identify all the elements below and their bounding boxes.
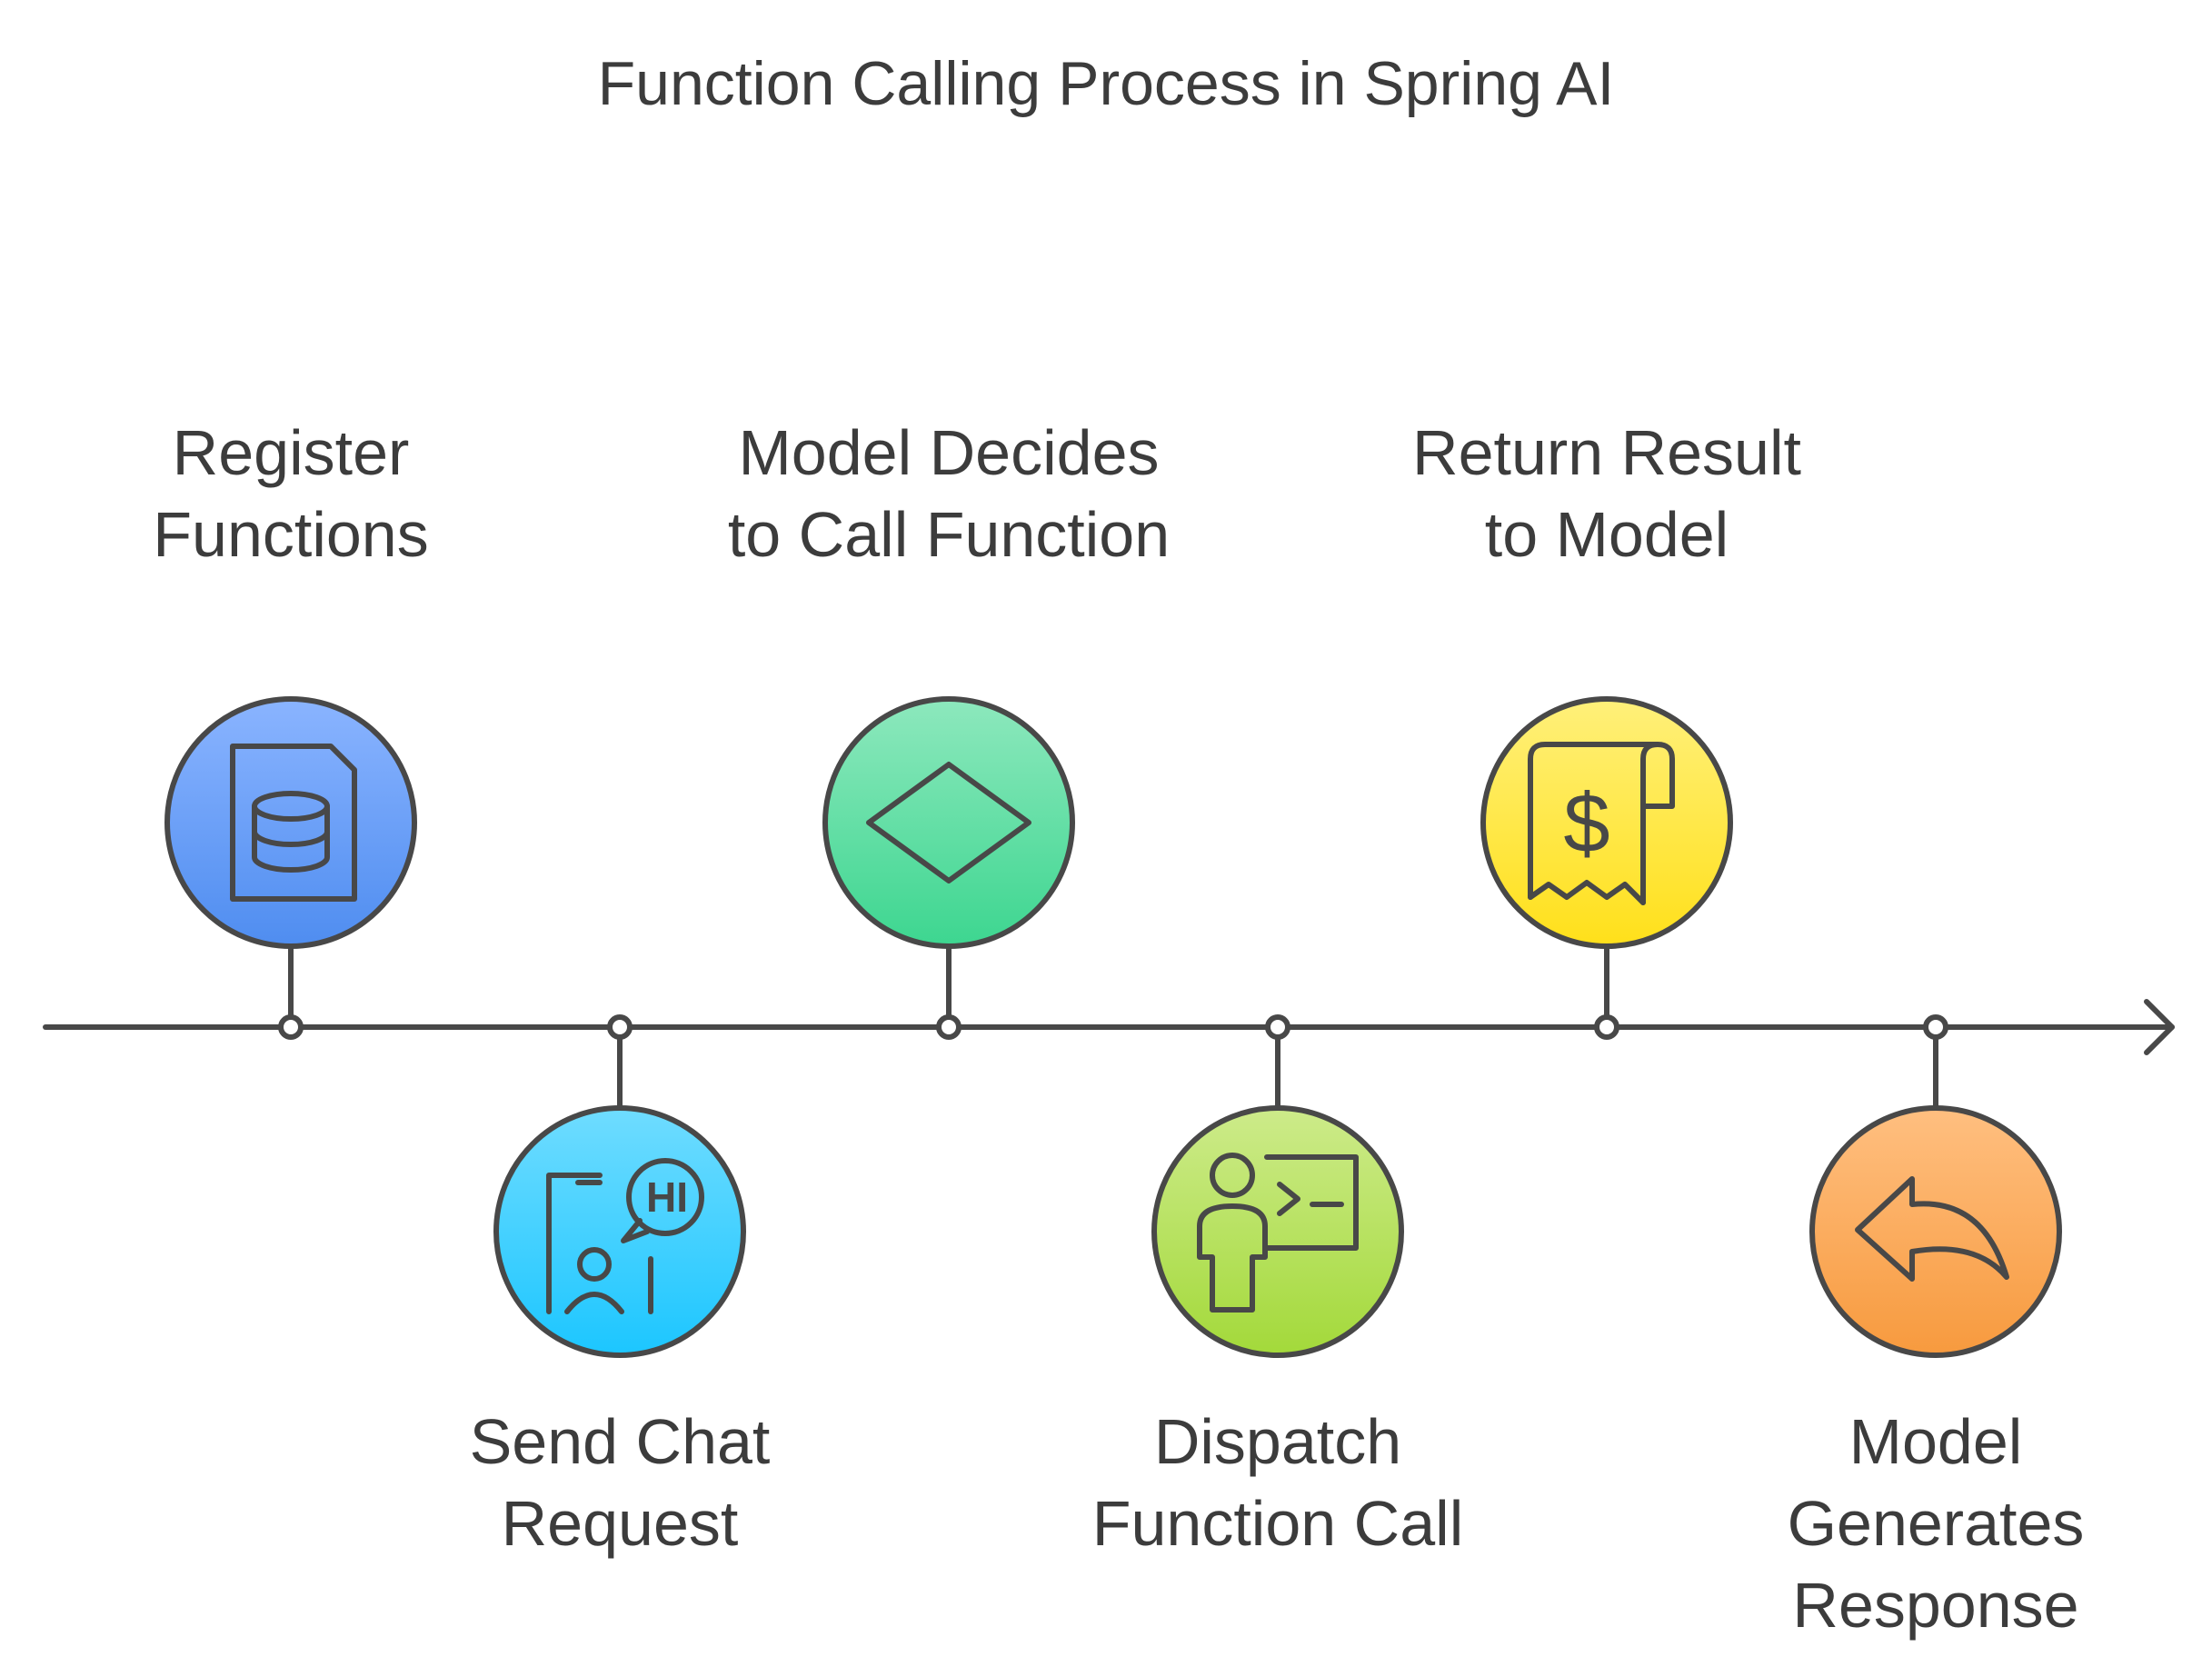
step-1-badge bbox=[164, 696, 417, 949]
step-2-label-line-1: Send Chat bbox=[470, 1406, 771, 1477]
dollar-sign: $ bbox=[1563, 777, 1609, 870]
person-body bbox=[1197, 1203, 1268, 1313]
step-4-label-line-2: Function Call bbox=[1092, 1488, 1464, 1559]
step-1-node bbox=[278, 1014, 304, 1040]
person-head bbox=[577, 1247, 612, 1282]
step-6-label-line-3: Response bbox=[1792, 1570, 2078, 1641]
step-3: Model Decides to Call Function bbox=[728, 417, 1170, 1040]
step-1-label-line-1: Register bbox=[173, 417, 410, 488]
receipt-frame bbox=[1528, 742, 1660, 900]
step-6-label-line-1: Model bbox=[1849, 1406, 2023, 1477]
person-terminal-icon bbox=[1197, 1153, 1359, 1313]
step-5: $ Return Result to Model bbox=[1412, 417, 1801, 1040]
database-document-icon bbox=[230, 744, 357, 902]
receipt-roll bbox=[1640, 742, 1675, 905]
database-body bbox=[252, 804, 330, 873]
step-4-label-line-1: Dispatch bbox=[1154, 1406, 1401, 1477]
screen-frame-left bbox=[546, 1173, 603, 1314]
reply-arrow bbox=[1855, 1176, 2009, 1282]
timeline-arrowhead-icon bbox=[2144, 999, 2175, 1055]
diagram-title: Function Calling Process in Spring AI bbox=[598, 49, 1615, 118]
step-3-label-line-2: to Call Function bbox=[728, 499, 1170, 570]
receipt-tear bbox=[1528, 880, 1646, 905]
step-3-badge bbox=[822, 696, 1075, 949]
step-4-badge bbox=[1151, 1105, 1404, 1358]
document-outline bbox=[230, 744, 357, 902]
step-5-node bbox=[1594, 1014, 1619, 1040]
step-2-label-line-2: Request bbox=[502, 1488, 739, 1559]
step-1-label-line-2: Functions bbox=[153, 499, 428, 570]
timeline-axis bbox=[43, 999, 2175, 1055]
database-ring bbox=[252, 829, 330, 847]
chat-hi-icon: HI bbox=[546, 1158, 704, 1314]
step-6-node bbox=[1923, 1014, 1948, 1040]
step-5-label-line-1: Return Result bbox=[1412, 417, 1801, 488]
speech-bubble bbox=[626, 1158, 704, 1236]
step-2-badge bbox=[493, 1105, 746, 1358]
person-shoulders bbox=[564, 1292, 624, 1314]
diamond-decision-icon bbox=[866, 762, 1031, 883]
step-5-label-line-2: to Model bbox=[1485, 499, 1729, 570]
decision-diamond bbox=[866, 762, 1031, 883]
step-3-label-line-1: Model Decides bbox=[739, 417, 1160, 488]
reply-arrow-icon bbox=[1855, 1176, 2009, 1282]
step-3-node bbox=[936, 1014, 962, 1040]
terminal-prompt bbox=[1277, 1182, 1300, 1216]
chat-hi-label: HI bbox=[646, 1173, 688, 1221]
step-6-badge bbox=[1809, 1105, 2062, 1358]
step-2-node bbox=[607, 1014, 633, 1040]
terminal-frame bbox=[1264, 1154, 1359, 1251]
step-6-label-line-2: Generates bbox=[1788, 1488, 2085, 1559]
step-4-node bbox=[1265, 1014, 1290, 1040]
person-head bbox=[1210, 1153, 1255, 1198]
receipt-dollar-icon: $ bbox=[1528, 742, 1675, 905]
speech-tail bbox=[621, 1218, 650, 1243]
